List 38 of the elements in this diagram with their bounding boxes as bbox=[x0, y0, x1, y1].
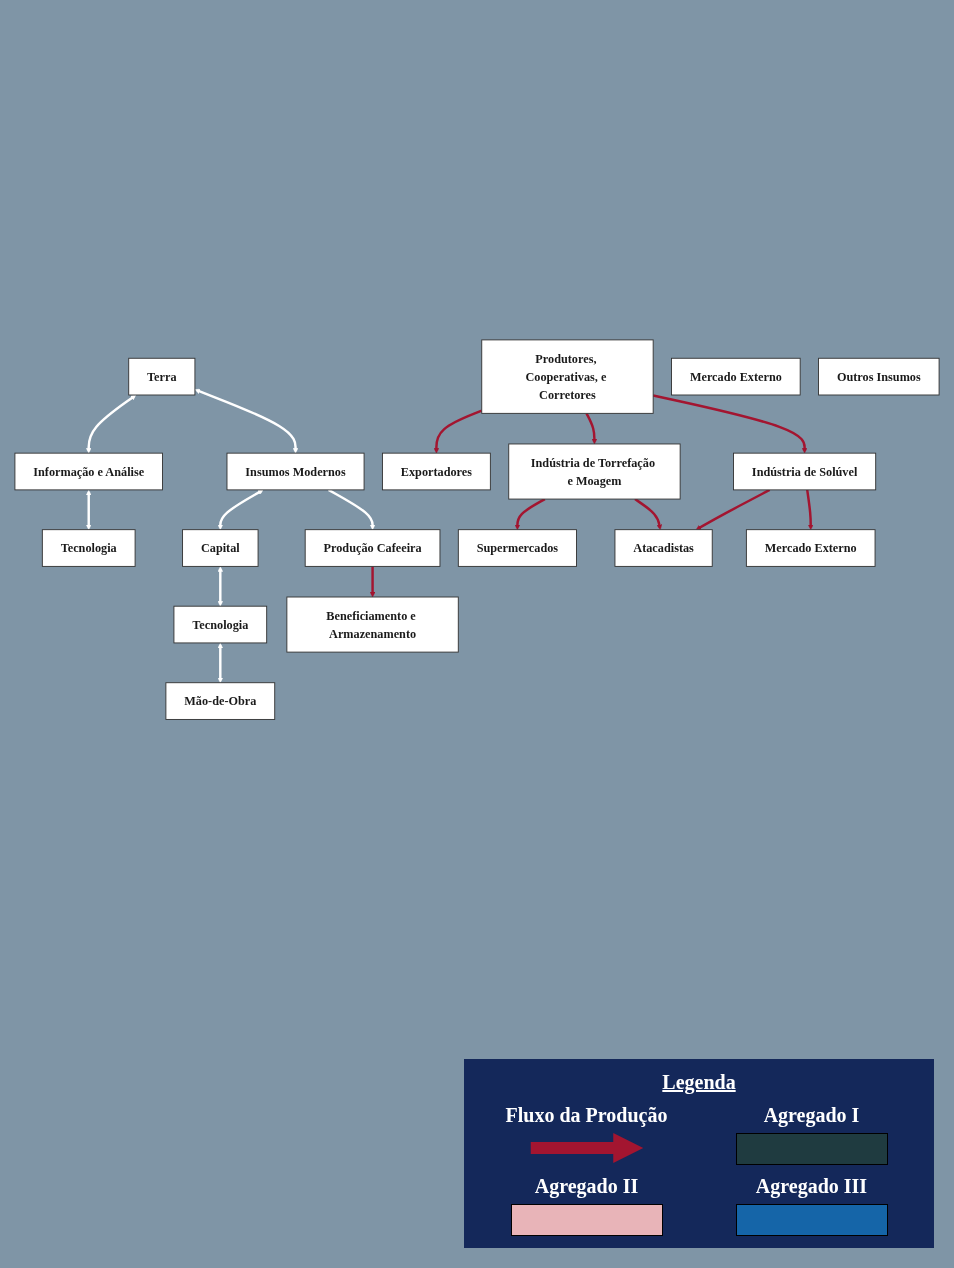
node-box: Supermercados bbox=[457, 529, 577, 567]
node-box: Produtores, Cooperativas, e Corretores bbox=[481, 339, 654, 414]
node-box: Indústria de Solúvel bbox=[733, 452, 877, 491]
node-box: Indústria de Torrefação e Moagem bbox=[508, 443, 681, 500]
arrow bbox=[433, 409, 483, 454]
node-box: Exportadores bbox=[381, 452, 491, 491]
node-box: Insumos Modernos bbox=[226, 452, 365, 491]
node-box: Atacadistas bbox=[614, 529, 713, 567]
node-box: Capital bbox=[182, 529, 259, 567]
arrow bbox=[806, 489, 814, 530]
arrow bbox=[695, 488, 771, 530]
node-box: Beneficiamento e Armazenamento bbox=[286, 596, 459, 653]
arrow bbox=[327, 488, 376, 530]
node-box: Tecnologia bbox=[173, 605, 268, 644]
legend-title: Legenda bbox=[661, 1071, 737, 1094]
arrow bbox=[86, 394, 137, 454]
arrow bbox=[585, 412, 598, 445]
arrow bbox=[634, 497, 663, 530]
arrow bbox=[194, 388, 299, 454]
node-box: Tecnologia bbox=[41, 529, 136, 567]
arrow bbox=[217, 566, 223, 607]
arrow bbox=[217, 489, 264, 530]
node-box: Mão-de-Obra bbox=[165, 682, 276, 720]
legend-label: Fluxo da Produção bbox=[505, 1104, 668, 1127]
node-box: Mercado Externo bbox=[745, 529, 876, 567]
arrow bbox=[86, 489, 92, 530]
legend-label: Agregado III bbox=[755, 1175, 868, 1198]
node-box: Produção Cafeeira bbox=[304, 529, 441, 567]
arrow bbox=[369, 566, 376, 598]
node-box: Mercado Externo bbox=[671, 357, 801, 396]
arrow bbox=[652, 394, 808, 454]
node-box: Informação e Análise bbox=[14, 452, 163, 491]
node-box: Terra bbox=[128, 357, 196, 396]
arrow bbox=[514, 497, 546, 530]
arrow bbox=[217, 642, 223, 683]
legend-label: Agregado I bbox=[763, 1104, 860, 1127]
legend-label: Agregado II bbox=[534, 1175, 639, 1198]
node-box: Outros Insumos bbox=[818, 357, 940, 396]
